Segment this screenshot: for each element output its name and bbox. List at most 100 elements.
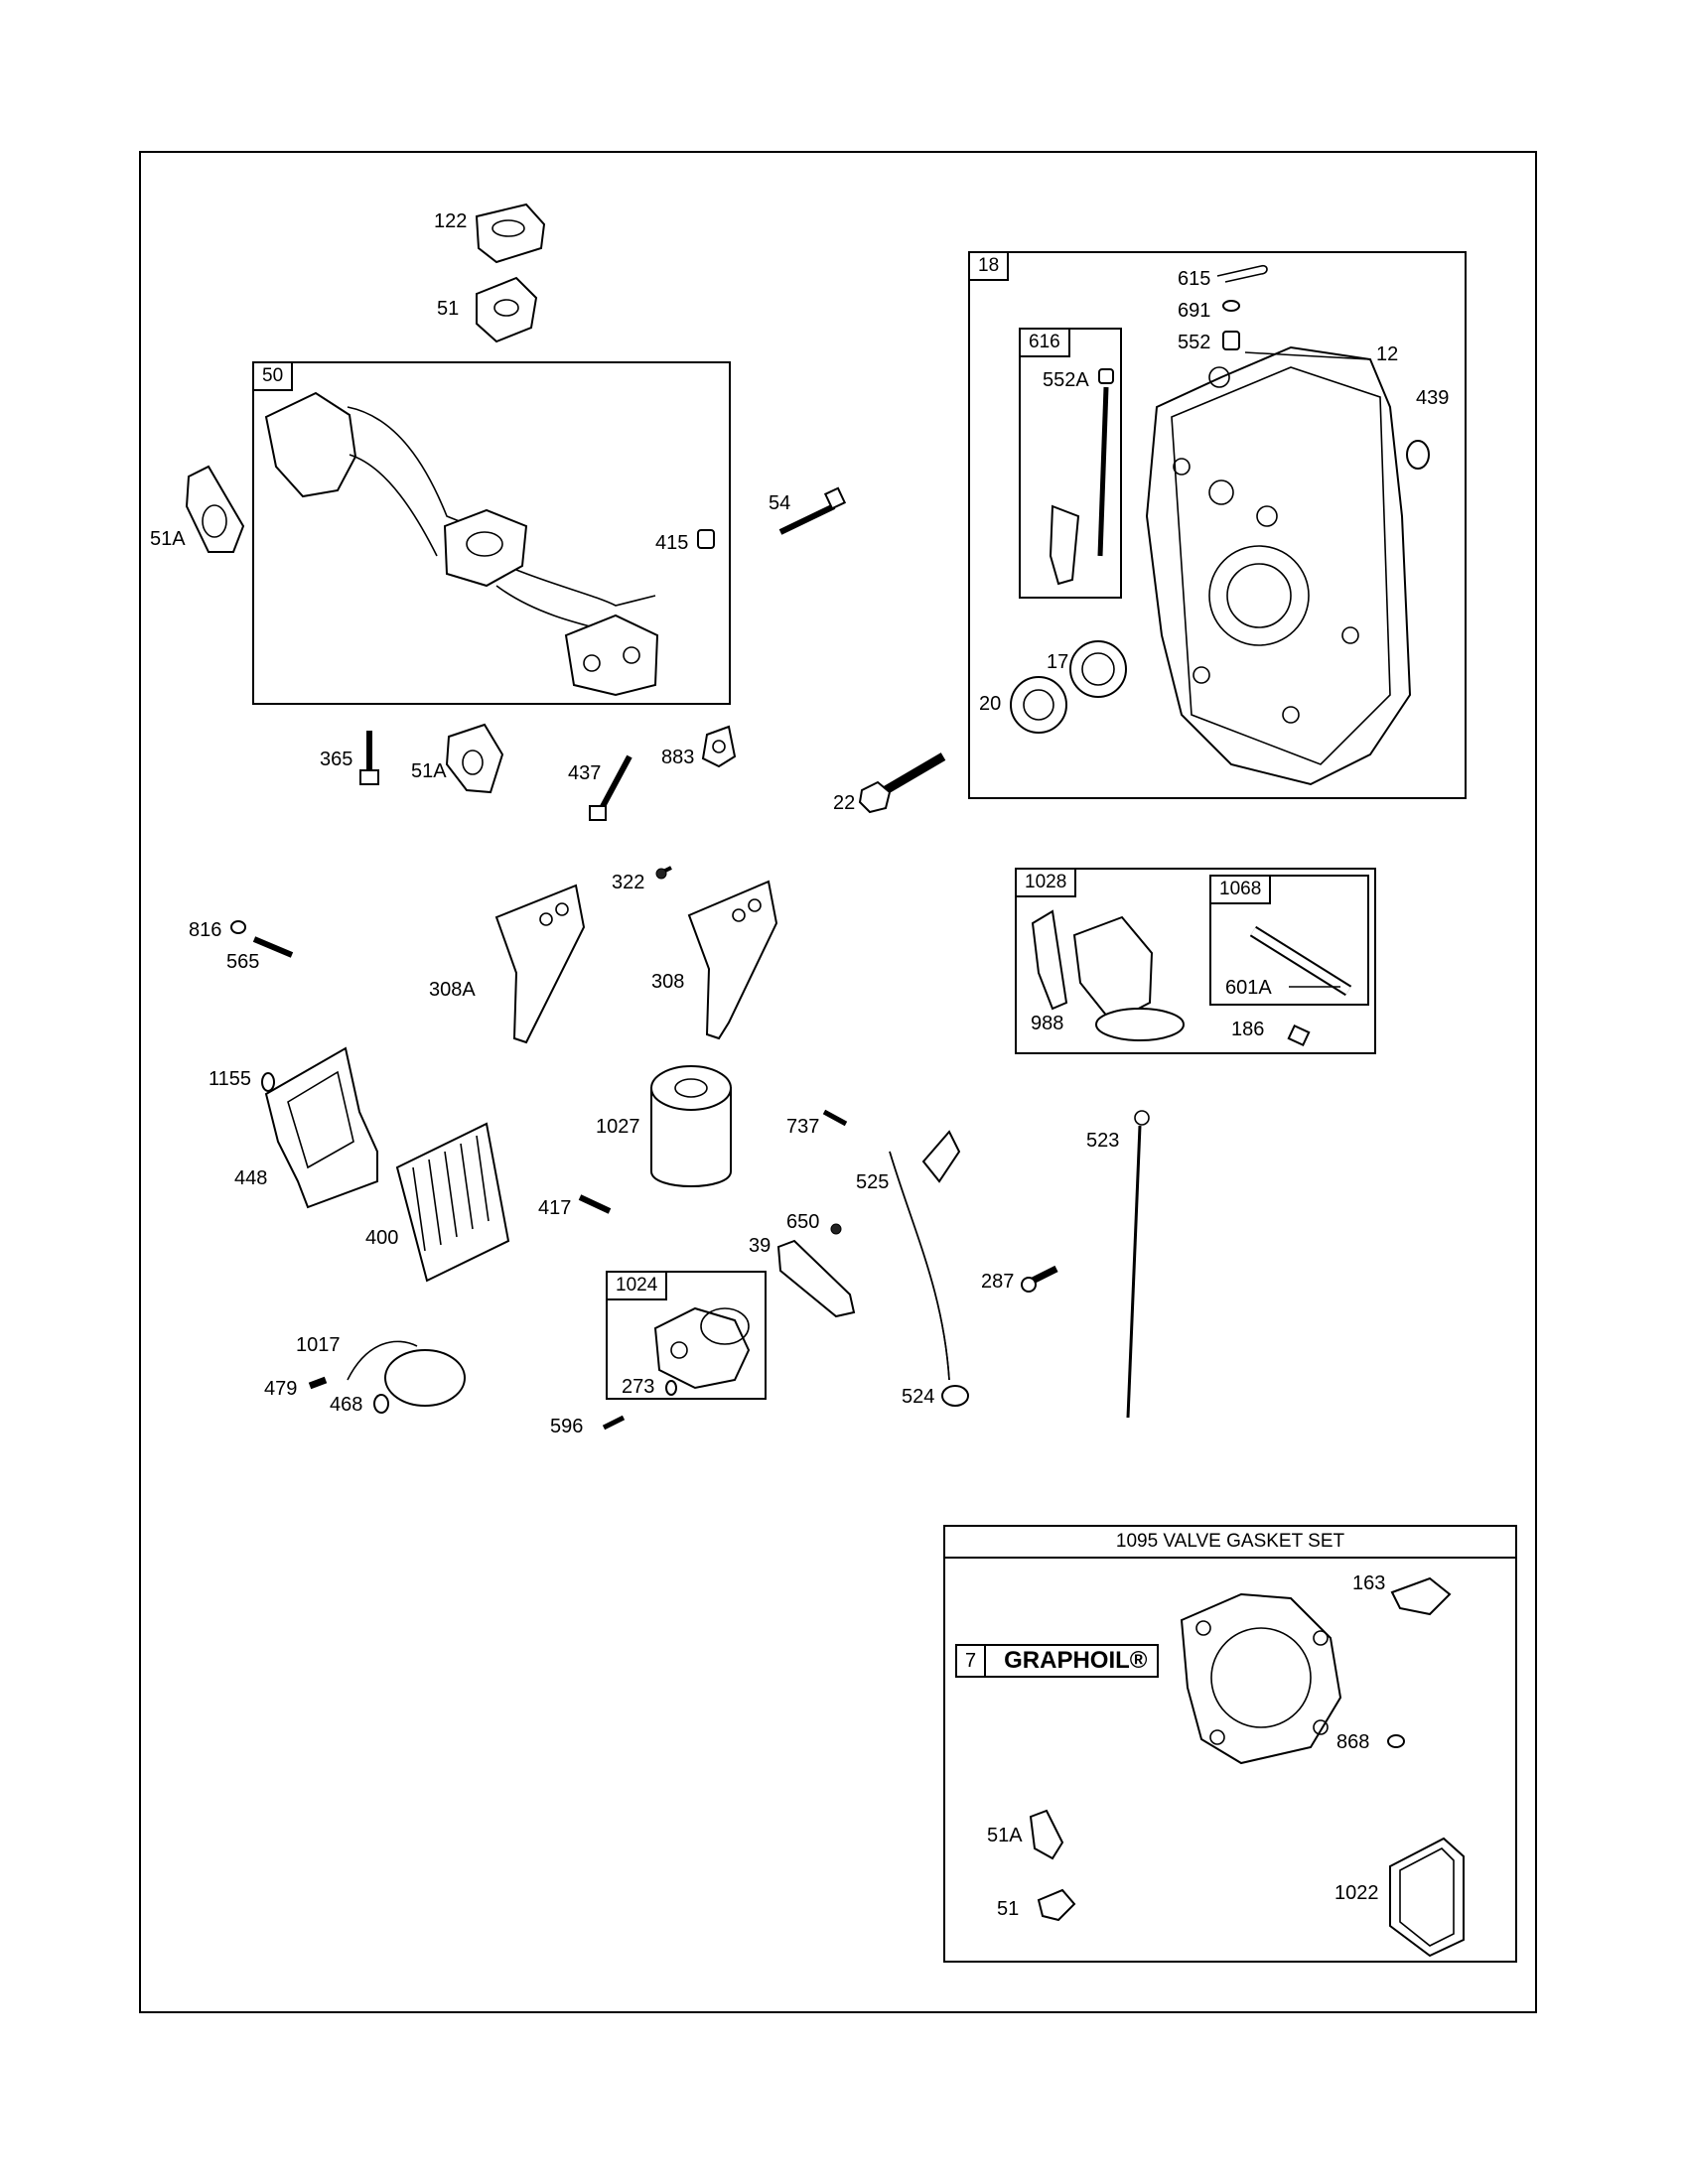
part-439-o-ring [1406,440,1430,470]
valve-gasket-set-title: 1095 VALVE GASKET SET [945,1527,1515,1559]
part-691-washer [1222,300,1240,312]
part-1155-washer [261,1072,275,1092]
part-322-screw [655,866,672,880]
label-415: 415 [655,532,689,554]
part-883-gasket [701,725,737,768]
part-1027-oil-filter [650,1065,732,1187]
label-524: 524 [902,1386,935,1408]
group-1068-tag: 1068 [1211,877,1272,904]
group-50-box: 50 [252,361,731,705]
group-50-tag: 50 [254,363,294,391]
part-596-screw [602,1415,626,1431]
label-565: 565 [226,951,260,973]
label-273: 273 [622,1376,655,1398]
graphoil-text: GRAPHOIL® [1004,1647,1148,1674]
part-565-stud [252,936,294,958]
part-479-screw [308,1376,328,1390]
label-122: 122 [434,210,468,232]
label-601A: 601A [1225,977,1272,999]
leader-lines [1244,351,1371,988]
group-616-box: 616 [1019,328,1122,599]
part-437-bolt [589,754,632,821]
part-54-bolt [778,486,847,535]
label-1022: 1022 [1334,1882,1379,1904]
part-552A-governor-shaft [1049,368,1114,586]
label-54: 54 [769,492,791,514]
label-51-vgs: 51 [997,1898,1020,1920]
diagram-frame [139,151,1537,2013]
part-601A-hose [1249,925,1352,997]
part-448-gasket [264,1046,378,1209]
label-883: 883 [661,747,695,768]
part-122-spacer [475,203,546,264]
label-479: 479 [264,1378,298,1400]
part-988-gasket [1031,909,1068,1011]
part-20-seal [1010,676,1067,734]
label-51A-vgs: 51A [987,1825,1023,1846]
part-523-dipstick [1126,1110,1150,1419]
group-616-tag: 616 [1021,330,1070,357]
group-1068-box: 1068 [1209,875,1369,1006]
part-22-bolt [858,752,946,814]
label-1017: 1017 [296,1334,341,1356]
part-51-gasket [476,276,538,343]
label-552A: 552A [1043,369,1089,391]
part-525-dipstick-tube [889,1130,961,1381]
part-1024-oil-pump [653,1306,751,1390]
label-308A: 308A [429,979,476,1001]
label-308: 308 [651,971,685,993]
part-186-fitting [1287,1024,1311,1047]
part-17-bearing [1069,640,1127,698]
label-868: 868 [1336,1731,1370,1753]
part-1022-cover-gasket [1389,1837,1465,1958]
part-524-grommet [941,1385,969,1407]
part-51-gasket-vgs [1037,1888,1076,1922]
part-287-bolt [1021,1265,1058,1293]
label-22: 22 [833,792,856,814]
part-163-gasket [1390,1576,1452,1616]
graphoil-number: 7 [957,1646,987,1676]
group-1024-box: 1024 [606,1271,767,1400]
part-816-nut [230,920,246,934]
label-20: 20 [979,693,1002,715]
part-400-oil-cooler [395,1122,510,1283]
label-988: 988 [1031,1013,1064,1034]
part-650-screw [830,1223,842,1235]
label-523: 523 [1086,1130,1120,1152]
label-51A-left: 51A [150,528,186,550]
part-308-bracket [687,880,778,1040]
part-308A-bracket [494,884,586,1044]
group-18-box: 18 [968,251,1467,799]
label-437: 437 [568,762,602,784]
label-448: 448 [234,1167,268,1189]
label-468: 468 [330,1394,363,1416]
part-51A-gasket-left [185,465,245,553]
label-816: 816 [189,919,222,941]
label-596: 596 [550,1416,584,1437]
part-1028-oil-filter-adapter [1072,915,1185,1041]
label-17: 17 [1047,651,1069,673]
label-737: 737 [786,1116,820,1138]
part-365-stud [359,731,379,785]
part-552-bushing [1222,331,1240,350]
part-468-o-ring [373,1394,389,1414]
label-322: 322 [612,872,645,893]
label-39: 39 [749,1235,772,1257]
part-51A-gasket-mid [445,723,504,794]
part-12-crankcase-cover [1145,345,1412,786]
label-51-top: 51 [437,298,460,320]
label-691: 691 [1178,300,1211,322]
part-39-cover [776,1239,856,1318]
part-417-bolt [578,1194,612,1214]
label-12: 12 [1376,343,1399,365]
part-1017-oil-pickup [347,1340,466,1407]
part-51A-gasket-vgs [1029,1809,1064,1860]
label-615: 615 [1178,268,1211,290]
label-650: 650 [786,1211,820,1233]
group-1028-box: 1028 [1015,868,1376,1054]
label-400: 400 [365,1227,399,1249]
label-51A-mid: 51A [411,760,447,782]
group-18-tag: 18 [970,253,1010,281]
label-365: 365 [320,749,353,770]
label-439: 439 [1416,387,1450,409]
